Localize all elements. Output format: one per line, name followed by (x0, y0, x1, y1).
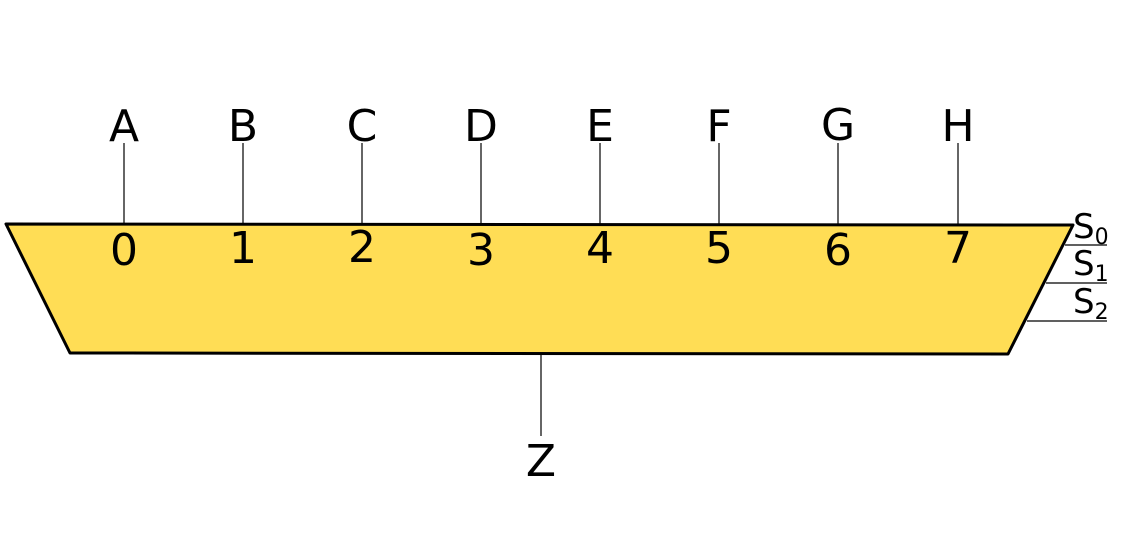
input-signal-label-0: A (109, 101, 139, 152)
input-index-label-3: 3 (467, 225, 495, 276)
input-signal-label-7: H (941, 101, 974, 152)
mux-body (4, 222, 1075, 356)
input-signal-label-1: B (228, 101, 258, 152)
input-3: D 3 (464, 101, 498, 276)
select-line-2: S2 (1027, 282, 1109, 325)
select-label-2: S2 (1073, 282, 1109, 325)
input-5: F 5 (705, 101, 733, 274)
input-index-label-5: 5 (705, 223, 733, 274)
input-signal-label-3: D (464, 101, 498, 152)
select-line-1: S1 (1046, 244, 1109, 287)
input-6: G 6 (821, 100, 855, 276)
input-index-label-7: 7 (944, 223, 972, 274)
input-signal-label-4: E (586, 101, 614, 152)
output: Z (526, 354, 556, 487)
output-label: Z (526, 436, 556, 487)
input-index-label-1: 1 (229, 223, 257, 274)
input-2: C 2 (347, 101, 378, 273)
input-signal-label-6: G (821, 100, 855, 151)
input-7: H 7 (941, 101, 974, 274)
input-index-label-6: 6 (824, 225, 852, 276)
select-label-0: S0 (1073, 207, 1109, 250)
input-4: E 4 (586, 101, 614, 274)
input-index-label-2: 2 (348, 222, 376, 273)
input-index-label-4: 4 (586, 223, 614, 274)
input-0: A 0 (109, 101, 139, 276)
input-index-label-0: 0 (110, 225, 138, 276)
select-label-1: S1 (1073, 244, 1109, 287)
input-signal-label-5: F (706, 101, 731, 152)
input-1: B 1 (228, 101, 258, 274)
input-signal-label-2: C (347, 101, 378, 152)
select-line-0: S0 (1065, 207, 1109, 250)
